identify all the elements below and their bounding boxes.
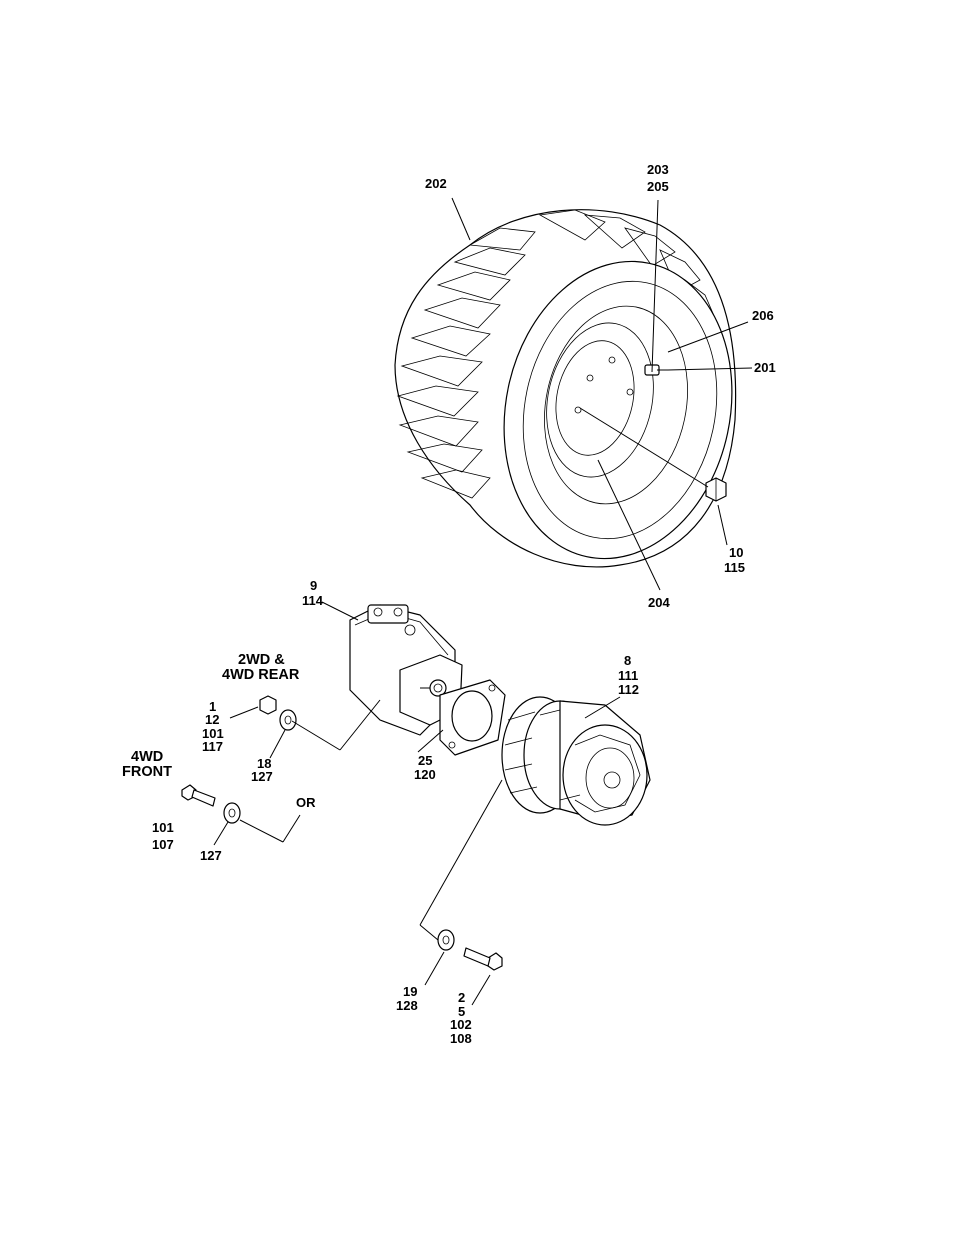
- callout-19: 19: [403, 984, 417, 999]
- callout-201: 201: [754, 360, 776, 375]
- drive-hub: [501, 696, 651, 826]
- callout-120: 120: [414, 767, 436, 782]
- washer-19: [437, 929, 455, 951]
- callout-205: 205: [647, 179, 669, 194]
- callout-114: 114: [302, 593, 324, 608]
- note-4wd-line2: FRONT: [122, 764, 172, 780]
- tire-wheel-assembly: [394, 209, 737, 568]
- callout-127-rear: 127: [251, 769, 273, 784]
- callout-111: 111: [618, 668, 638, 683]
- callout-203: 203: [647, 162, 669, 177]
- bolt-hub: [463, 947, 503, 971]
- nut-small: [259, 695, 277, 715]
- note-2wd-line2: 4WD REAR: [222, 667, 300, 683]
- note-or: OR: [296, 795, 316, 810]
- washer-127-front: [223, 802, 241, 824]
- callout-204: 204: [648, 595, 670, 610]
- callout-127-front: 127: [200, 848, 222, 863]
- callout-128: 128: [396, 998, 418, 1013]
- callout-206: 206: [752, 308, 774, 323]
- washer-18: [279, 709, 297, 731]
- callout-117: 117: [202, 739, 223, 754]
- callout-25: 25: [418, 753, 432, 768]
- callout-102: 102: [450, 1017, 472, 1032]
- callout-18: 18: [257, 756, 271, 771]
- callout-1: 1: [209, 699, 216, 714]
- callout-12: 12: [205, 712, 219, 727]
- callout-101-rear: 101: [202, 726, 224, 741]
- callout-5: 5: [458, 1004, 465, 1019]
- callout-101-front: 101: [152, 820, 174, 835]
- callout-8: 8: [624, 653, 631, 668]
- gasket: [439, 679, 506, 756]
- leader-lines: [213, 197, 753, 1006]
- note-2wd-line1: 2WD &: [238, 652, 285, 668]
- callout-9: 9: [310, 578, 317, 593]
- callout-108: 108: [450, 1031, 472, 1046]
- note-4wd-line1: 4WD: [131, 749, 163, 765]
- callout-107: 107: [152, 837, 174, 852]
- callout-112: 112: [618, 682, 639, 697]
- bolt-front: [181, 784, 216, 807]
- callout-202: 202: [425, 176, 447, 191]
- lug-nut: [705, 477, 727, 502]
- callout-2: 2: [458, 990, 465, 1005]
- callout-10: 10: [729, 545, 743, 560]
- callout-115: 115: [724, 560, 745, 575]
